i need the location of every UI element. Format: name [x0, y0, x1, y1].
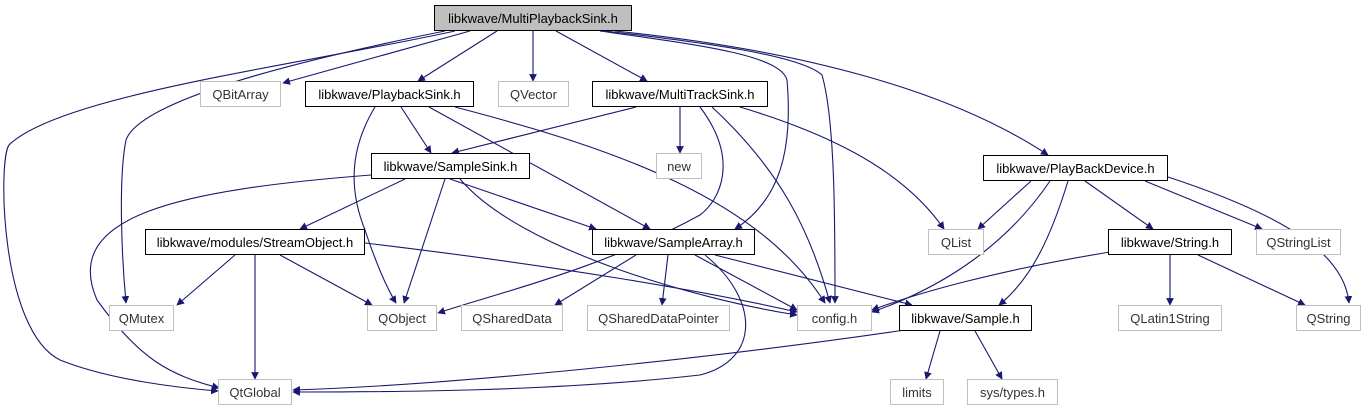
- edge-from-root: [120, 30, 446, 304]
- node-qvector: QVector: [498, 81, 569, 107]
- edge-from-samplearray: [292, 254, 747, 396]
- edge-from-samplesink: [89, 174, 372, 390]
- node-playbacksink[interactable]: libkwave/PlaybackSink.h: [305, 81, 474, 107]
- edge-from-playbacksink: [400, 106, 432, 154]
- edge-from-samplearray: [694, 254, 798, 311]
- edge-from-playbackdevice: [1084, 180, 1154, 230]
- edge-from-playbackdevice: [871, 180, 1051, 314]
- edge-from-sample: [292, 329, 906, 394]
- node-qstring: QString: [1296, 305, 1361, 331]
- node-qshareddatapointer: QSharedDataPointer: [587, 305, 730, 331]
- edge-from-playbackdevice: [998, 180, 1069, 306]
- edge-from-samplesink: [299, 178, 406, 230]
- edge-from-streamobject: [176, 254, 236, 306]
- node-samplearray[interactable]: libkwave/SampleArray.h: [592, 229, 755, 255]
- node-qtglobal: QtGlobal: [218, 379, 292, 405]
- edge-from-root: [604, 30, 839, 304]
- node-qbitarray: QBitArray: [200, 81, 281, 107]
- edge-from-sample: [974, 330, 1003, 380]
- node-qobject: QObject: [367, 305, 437, 331]
- edge-from-multitracksink: [739, 106, 945, 230]
- node-playbackdevice[interactable]: libkwave/PlayBackDevice.h: [983, 155, 1168, 181]
- edge-from-samplearray: [714, 254, 913, 308]
- edge-from-string: [1197, 254, 1306, 306]
- node-systypes: sys/types.h: [967, 379, 1058, 405]
- node-sample[interactable]: libkwave/Sample.h: [899, 305, 1032, 331]
- edge-from-samplesink: [402, 178, 446, 304]
- edge-from-root: [282, 30, 471, 85]
- edge-from-root: [614, 30, 1049, 156]
- edge-from-string: [871, 251, 1111, 312]
- edge-from-sample: [924, 330, 941, 380]
- edge-from-samplesink: [449, 178, 597, 231]
- node-limits: limits: [890, 379, 944, 405]
- node-qshareddata: QSharedData: [461, 305, 563, 331]
- edge-from-streamobject: [364, 242, 798, 315]
- edge-from-multitracksink: [711, 106, 832, 304]
- edge-from-root: [417, 30, 498, 82]
- edge-from-samplearray: [659, 254, 669, 306]
- edge-from-playbackdevice: [1144, 180, 1263, 230]
- node-string[interactable]: libkwave/String.h: [1108, 229, 1232, 255]
- edge-from-multitracksink: [451, 106, 637, 156]
- node-multitracksink[interactable]: libkwave/MultiTrackSink.h: [592, 81, 768, 107]
- node-qlatin1string: QLatin1String: [1118, 305, 1222, 331]
- edge-from-multitracksink: [437, 106, 724, 315]
- edge-from-playbacksink: [428, 106, 651, 230]
- node-qmutex: QMutex: [109, 305, 174, 331]
- dependency-edges: [3, 30, 1353, 396]
- edge-from-root: [3, 30, 456, 395]
- edge-from-playbacksink: [353, 106, 397, 304]
- edge-from-playbackdevice: [977, 180, 1032, 230]
- node-new: new: [656, 153, 702, 179]
- edge-from-samplearray: [554, 254, 637, 306]
- edge-from-playbacksink: [454, 106, 826, 304]
- node-qstringlist: QStringList: [1256, 229, 1341, 255]
- edge-from-streamobject: [279, 254, 373, 306]
- node-config: config.h: [797, 305, 872, 331]
- edge-from-root: [599, 30, 789, 230]
- node-samplesink[interactable]: libkwave/SampleSink.h: [371, 153, 530, 179]
- node-streamobject[interactable]: libkwave/modules/StreamObject.h: [145, 229, 365, 255]
- node-root-multiplaybacksink[interactable]: libkwave/MultiPlaybackSink.h: [434, 5, 632, 31]
- edge-from-root: [555, 30, 648, 82]
- node-qlist: QList: [928, 229, 984, 255]
